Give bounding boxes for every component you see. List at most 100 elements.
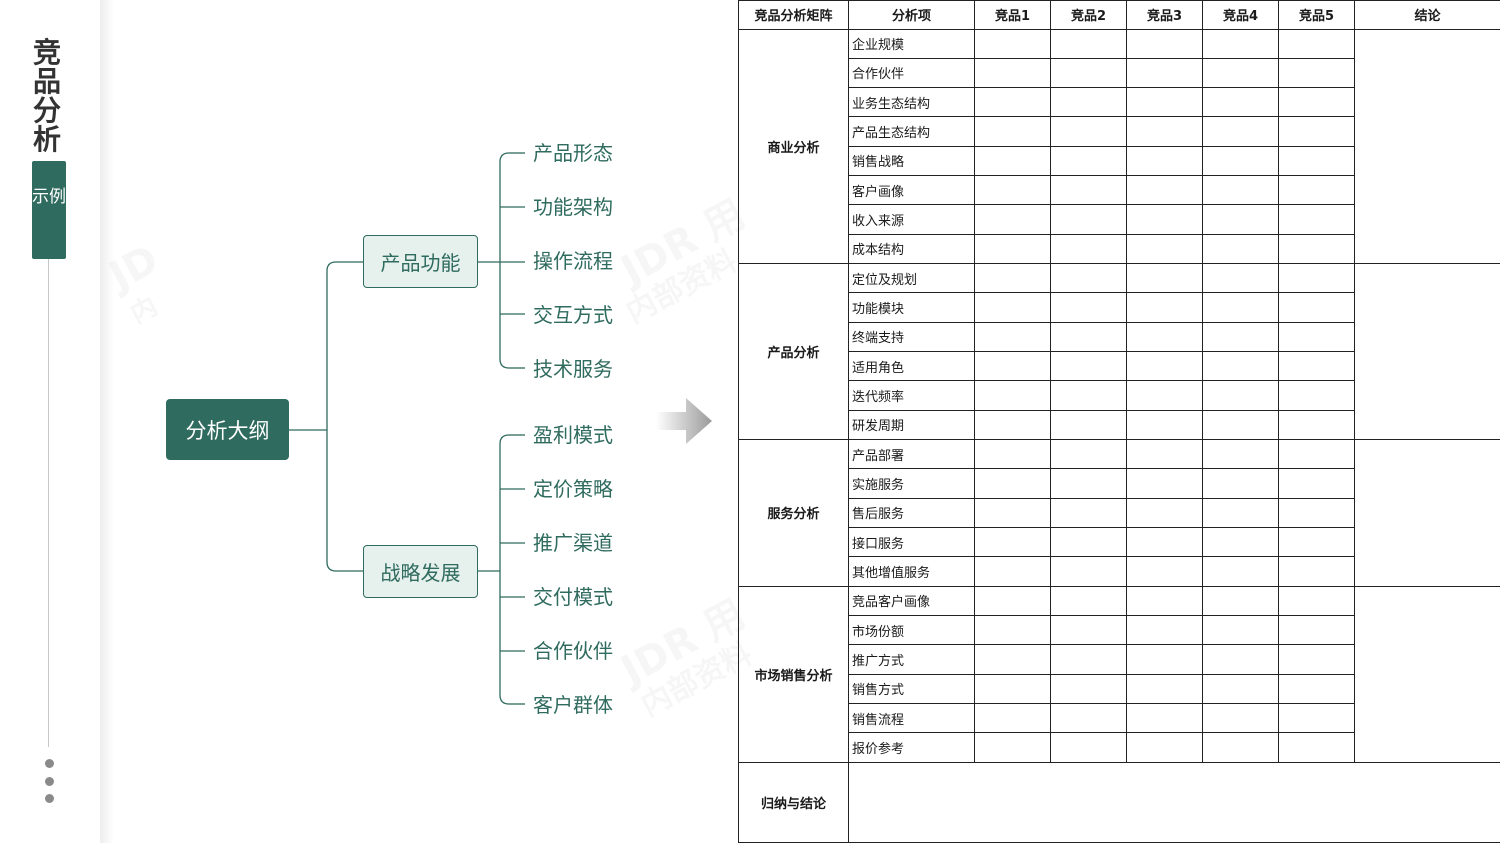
- matrix-competitor-cell: [1126, 380, 1203, 411]
- matrix-competitor-cell: [974, 28, 1051, 59]
- matrix-header-cell: 竞品分析矩阵: [738, 0, 849, 30]
- matrix-competitor-cell: [1202, 321, 1279, 353]
- matrix-item-cell: 合作伙伴: [848, 57, 975, 89]
- matrix-competitor-cell: [1050, 615, 1127, 646]
- matrix-competitor-cell: [1126, 673, 1203, 705]
- table-row: 市场份额: [739, 615, 1500, 646]
- matrix-competitor-cell: [974, 497, 1051, 529]
- matrix-competitor-cell: [1126, 263, 1203, 294]
- table-row: 服务分析产品部署: [738, 439, 1500, 587]
- mindmap-leaf: 推广渠道: [533, 531, 613, 555]
- matrix-item-cell: 竞品客户画像: [848, 585, 975, 617]
- table-row: 售后服务: [739, 497, 1500, 529]
- competitive-analysis-matrix: 竞品分析矩阵 分析项 竞品1 竞品2 竞品3 竞品4 竞品5 结论 商业分析企业…: [738, 0, 1500, 843]
- table-row: 终端支持: [739, 321, 1500, 353]
- matrix-competitor-cell: [1202, 644, 1279, 675]
- matrix-item-cell: 定位及规划: [848, 263, 975, 294]
- matrix-competitor-cell: [1278, 116, 1355, 147]
- matrix-competitor-cell: [1126, 175, 1203, 206]
- matrix-item-cell: 产品部署: [848, 439, 975, 470]
- matrix-competitor-cell: [1278, 233, 1355, 265]
- matrix-competitor-cell: [1126, 615, 1203, 646]
- table-row: 实施服务: [739, 468, 1500, 499]
- matrix-competitor-cell: [1202, 673, 1279, 705]
- matrix-competitor-cell: [1202, 703, 1279, 734]
- matrix-competitor-cell: [1126, 468, 1203, 499]
- matrix-competitor-cell: [1050, 321, 1127, 353]
- table-row: 适用角色: [739, 351, 1500, 382]
- matrix-competitor-cell: [1202, 497, 1279, 529]
- more-dot-icon: [45, 794, 54, 803]
- matrix-competitor-cell: [1050, 556, 1127, 587]
- matrix-competitor-cell: [1202, 439, 1279, 470]
- sidebar-title: 竞品分析: [32, 36, 61, 156]
- matrix-conclusion-cell: [1354, 585, 1500, 763]
- matrix-competitor-cell: [1126, 116, 1203, 147]
- table-row: 报价参考: [739, 732, 1500, 763]
- matrix-competitor-cell: [1202, 732, 1279, 763]
- matrix-item-cell: 接口服务: [848, 527, 975, 558]
- matrix-competitor-cell: [974, 615, 1051, 646]
- matrix-competitor-cell: [1278, 497, 1355, 529]
- matrix-competitor-cell: [1202, 468, 1279, 499]
- mindmap-leaf: 交付模式: [533, 585, 613, 609]
- matrix-competitor-cell: [1202, 292, 1279, 323]
- matrix-header-row: 竞品分析矩阵 分析项 竞品1 竞品2 竞品3 竞品4 竞品5 结论: [738, 0, 1500, 30]
- matrix-competitor-cell: [1126, 644, 1203, 675]
- matrix-competitor-cell: [974, 732, 1051, 763]
- mindmap-leaf: 产品形态: [533, 141, 613, 165]
- matrix-competitor-cell: [1050, 703, 1127, 734]
- table-row: 推广方式: [739, 644, 1500, 675]
- matrix-competitor-cell: [1050, 204, 1127, 235]
- matrix-competitor-cell: [1050, 468, 1127, 499]
- matrix-competitor-cell: [1202, 615, 1279, 646]
- matrix-summary-cell: [848, 761, 1500, 843]
- matrix-competitor-cell: [1126, 233, 1203, 265]
- matrix-competitor-cell: [974, 703, 1051, 734]
- matrix-item-cell: 销售方式: [848, 673, 975, 705]
- matrix-competitor-cell: [1202, 556, 1279, 587]
- table-row: 研发周期: [739, 409, 1500, 441]
- matrix-competitor-cell: [1126, 28, 1203, 59]
- matrix-competitor-cell: [1202, 87, 1279, 118]
- table-row: 销售流程: [739, 703, 1500, 734]
- table-row: 收入来源: [739, 204, 1500, 235]
- matrix-competitor-cell: [1278, 87, 1355, 118]
- matrix-competitor-cell: [1126, 732, 1203, 763]
- matrix-item-cell: 收入来源: [848, 204, 975, 235]
- matrix-conclusion-cell: [1354, 28, 1500, 265]
- matrix-header-cell: 竞品4: [1202, 0, 1279, 30]
- matrix-competitor-cell: [1278, 732, 1355, 763]
- matrix-item-cell: 业务生态结构: [848, 87, 975, 118]
- matrix-competitor-cell: [1278, 380, 1355, 411]
- matrix-competitor-cell: [974, 380, 1051, 411]
- mindmap-branch-product-function: 产品功能: [363, 235, 478, 288]
- table-row: 产品分析定位及规划: [738, 263, 1500, 441]
- matrix-competitor-cell: [1202, 351, 1279, 382]
- matrix-competitor-cell: [1278, 145, 1355, 177]
- matrix-competitor-cell: [1126, 57, 1203, 89]
- matrix-competitor-cell: [1050, 263, 1127, 294]
- matrix-competitor-cell: [1278, 28, 1355, 59]
- matrix-competitor-cell: [1202, 116, 1279, 147]
- matrix-competitor-cell: [974, 468, 1051, 499]
- matrix-competitor-cell: [1050, 233, 1127, 265]
- matrix-competitor-cell: [1278, 204, 1355, 235]
- table-row: 销售战略: [739, 145, 1500, 177]
- matrix-item-cell: 迭代频率: [848, 380, 975, 411]
- mindmap-leaf: 操作流程: [533, 249, 613, 273]
- matrix-header-cell: 竞品1: [974, 0, 1051, 30]
- matrix-competitor-cell: [974, 87, 1051, 118]
- table-row: 产品生态结构: [739, 116, 1500, 147]
- matrix-item-cell: 功能模块: [848, 292, 975, 323]
- table-row: 功能模块: [739, 292, 1500, 323]
- matrix-competitor-cell: [1202, 409, 1279, 441]
- matrix-competitor-cell: [974, 585, 1051, 617]
- mindmap-connectors: [289, 152, 525, 705]
- matrix-competitor-cell: [1126, 556, 1203, 587]
- table-row: 成本结构: [739, 233, 1500, 265]
- mindmap-root-node: 分析大纲: [166, 399, 289, 460]
- matrix-competitor-cell: [1126, 527, 1203, 558]
- matrix-competitor-cell: [1278, 439, 1355, 470]
- matrix-competitor-cell: [974, 409, 1051, 441]
